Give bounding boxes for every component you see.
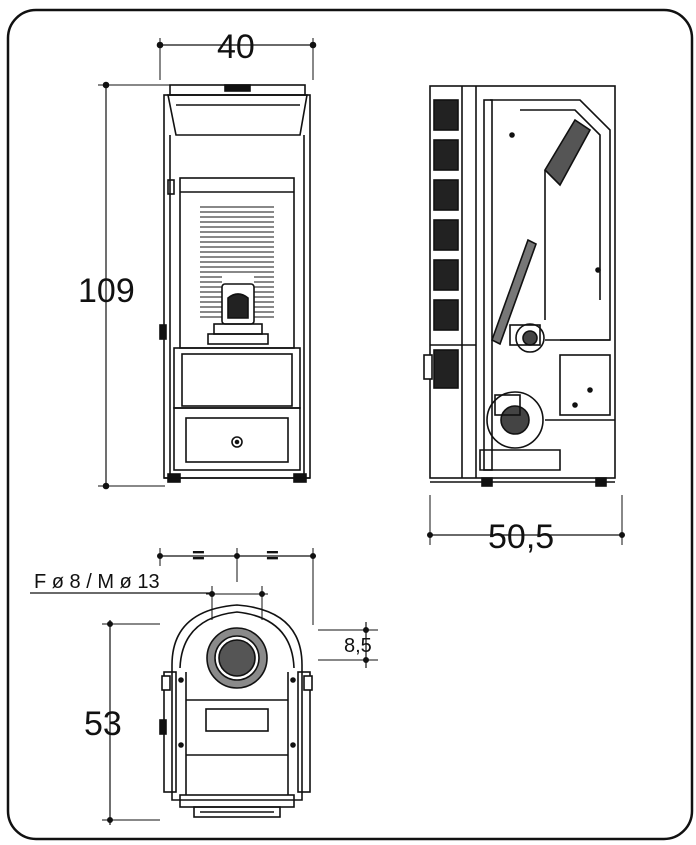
equal-right-label: = bbox=[266, 543, 279, 568]
flue-diameter-label: F ø 8 / M ø 13 bbox=[34, 571, 160, 593]
front-view bbox=[98, 38, 317, 490]
side-depth-dimension bbox=[427, 495, 625, 545]
drawing-frame bbox=[6, 8, 694, 841]
height-label: 109 bbox=[78, 272, 135, 310]
top-view-dimensions bbox=[30, 548, 378, 825]
flue-offset-label: 8,5 bbox=[344, 635, 372, 657]
side-view bbox=[423, 85, 616, 487]
depth-side-label: 50,5 bbox=[488, 518, 554, 556]
width-front-label: 40 bbox=[217, 28, 255, 66]
top-view bbox=[159, 604, 313, 818]
equal-left-label: = bbox=[192, 543, 205, 568]
depth-top-label: 53 bbox=[84, 705, 122, 743]
